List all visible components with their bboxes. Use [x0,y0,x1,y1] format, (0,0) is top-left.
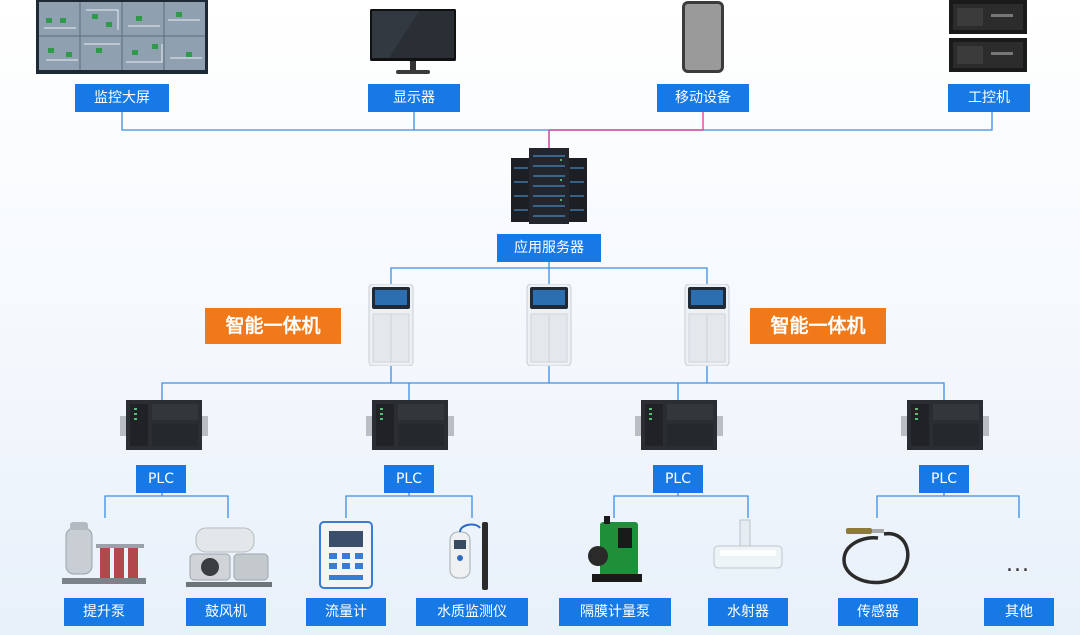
display-image [369,8,457,78]
terminal-left-image [367,283,415,367]
server-image [511,148,587,224]
plc-1-image [120,398,208,452]
flow-meter-image [319,521,373,589]
device-label-blower: 鼓风机 [186,598,266,626]
industrial-pc-label: 工控机 [948,84,1030,112]
sensor-image [838,520,918,586]
terminal-label-right: 智能一体机 [750,308,886,344]
plc-1-label: PLC [136,465,186,493]
water-quality-monitor-image [446,520,500,592]
monitor-wall-image [36,0,208,74]
device-label-water-quality: 水质监测仪 [416,598,528,626]
display-label: 显示器 [368,84,460,112]
terminal-label-left: 智能一体机 [205,308,341,344]
plc-3-label: PLC [653,465,703,493]
plc-2-label: PLC [384,465,434,493]
plc-2-image [366,398,454,452]
device-label-other: 其他 [984,598,1054,626]
server-label: 应用服务器 [497,234,601,262]
diaphragm-pump-image [588,516,644,586]
more-devices-ellipsis: ... [1006,552,1030,577]
industrial-pc-image [947,0,1029,74]
device-label-ejector: 水射器 [708,598,788,626]
mobile-device-label: 移动设备 [657,84,749,112]
device-label-diaphragm-pump: 隔膜计量泵 [559,598,671,626]
monitor-wall-label: 监控大屏 [75,84,169,112]
terminal-right-image [683,283,731,367]
plc-4-label: PLC [919,465,969,493]
water-ejector-image [712,518,784,578]
blower-image [186,526,272,588]
mobile-device-image [681,0,725,74]
device-label-sensor: 传感器 [838,598,918,626]
plc-3-image [635,398,723,452]
plc-4-image [901,398,989,452]
lift-pump-image [60,518,148,588]
terminal-center-image [525,283,573,367]
device-label-lift-pump: 提升泵 [64,598,144,626]
device-label-flow-meter: 流量计 [306,598,386,626]
